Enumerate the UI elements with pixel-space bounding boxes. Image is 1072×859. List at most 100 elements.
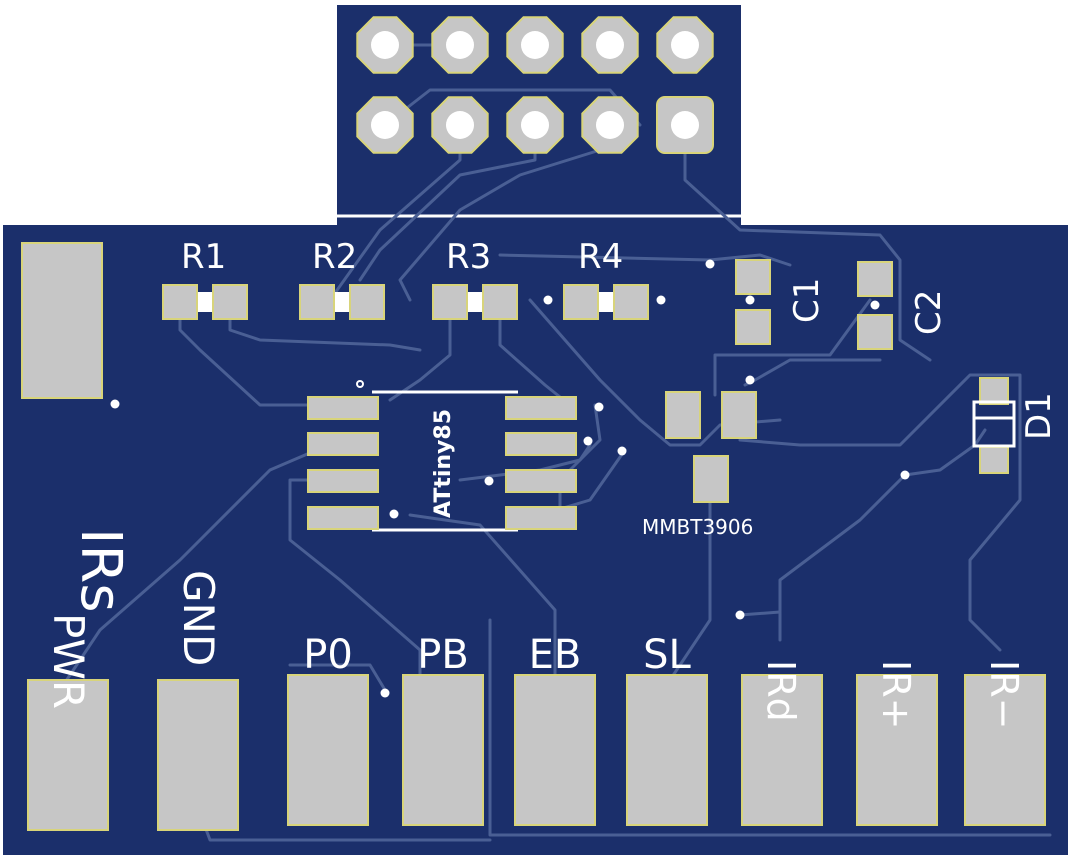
connector-pad-pb: PB	[402, 632, 484, 826]
connector-pad-label: SL	[643, 632, 691, 678]
resistor-r4: R4	[563, 237, 649, 320]
via	[583, 436, 593, 446]
transistor-label: MMBT3906	[642, 515, 753, 539]
q-pad-1	[665, 391, 701, 439]
capacitor-c2: C2	[857, 261, 949, 350]
connector-pad-sl: SL	[626, 632, 708, 826]
connector-pad-ird: IRd	[741, 660, 823, 826]
header-pin	[581, 96, 639, 154]
connector-pad-label: IR−	[982, 660, 1026, 729]
connector-pad	[626, 674, 708, 826]
c1-label: C1	[787, 278, 827, 323]
ic-pin-8	[505, 396, 577, 420]
ic-attiny85: ATtiny85	[307, 380, 577, 532]
header-pin	[506, 96, 564, 154]
via	[484, 476, 494, 486]
connector-pad-label: PB	[417, 632, 469, 678]
c2-label: C2	[909, 290, 949, 335]
board-substrate	[3, 5, 1068, 855]
ic-label: ATtiny85	[431, 409, 456, 518]
connector-pads: PWR GND P0 PB EB SL IRd IR+ IR−	[27, 570, 1046, 831]
q-pad-2	[721, 391, 757, 439]
ic-pin-7	[505, 432, 577, 456]
header-pin-hole	[521, 111, 549, 139]
connector-pad-label: IR+	[874, 660, 918, 729]
connector-pad-eb: EB	[514, 632, 596, 826]
vias	[110, 259, 910, 698]
via	[735, 610, 745, 620]
r4-pad-left	[563, 284, 599, 320]
connector-pad-p0: P0	[287, 632, 369, 826]
connector-pad	[27, 679, 109, 831]
connector-pad-label: PWR	[44, 613, 93, 709]
header-pin	[431, 96, 489, 154]
connector-pad-ir: IR−	[964, 660, 1046, 826]
header-pin-hole	[596, 31, 624, 59]
header-pin-hole	[371, 31, 399, 59]
r3-body	[468, 292, 482, 312]
header-pin	[581, 16, 639, 74]
connector-pad-label: P0	[303, 632, 353, 678]
via	[745, 295, 755, 305]
r1-body	[198, 292, 212, 312]
r4-label: R4	[578, 237, 623, 277]
d1-pad-bottom	[979, 446, 1009, 474]
capacitor-c1: C1	[735, 259, 827, 345]
r2-label: R2	[312, 237, 357, 277]
r2-pad-left	[299, 284, 335, 320]
ic-pin-4	[307, 506, 379, 530]
r1-pad-right	[212, 284, 248, 320]
via	[617, 446, 627, 456]
connector-pad	[157, 679, 239, 831]
c2-pad-bottom	[857, 314, 893, 350]
header-pin-hole	[671, 111, 699, 139]
d1-label: D1	[1019, 392, 1059, 440]
ic-pin-6	[505, 469, 577, 493]
r3-label: R3	[446, 237, 491, 277]
header-pin-hole	[371, 111, 399, 139]
connector-pad-gnd: GND	[157, 570, 239, 831]
via	[380, 688, 390, 698]
ic-pin-2	[307, 432, 379, 456]
via	[900, 470, 910, 480]
header-pin	[656, 16, 714, 74]
header-pin	[356, 16, 414, 74]
via	[705, 259, 715, 269]
c2-pad-top	[857, 261, 893, 297]
resistor-r1: R1	[162, 237, 248, 320]
connector-pad-label: GND	[174, 570, 223, 666]
r1-label: R1	[181, 237, 226, 277]
ic-pin1-dot	[356, 380, 364, 388]
r2-body	[335, 292, 349, 312]
c1-pad-top	[735, 259, 771, 295]
header-pin	[431, 16, 489, 74]
r1-pad-left	[162, 284, 198, 320]
r4-pad-right	[613, 284, 649, 320]
pin-header	[356, 16, 714, 154]
via	[389, 509, 399, 519]
irs-pad	[21, 242, 103, 399]
ic-pin-5	[505, 506, 577, 530]
r2-pad-right	[349, 284, 385, 320]
header-pin	[506, 16, 564, 74]
connector-pad	[287, 674, 369, 826]
ic-pin-1	[307, 396, 379, 420]
resistor-r2: R2	[299, 237, 385, 320]
connector-pad	[402, 674, 484, 826]
d1-pad-top	[979, 377, 1009, 405]
r3-pad-right	[482, 284, 518, 320]
header-pin-hole	[446, 31, 474, 59]
d1-body	[972, 400, 1016, 448]
header-pin	[656, 96, 714, 154]
connector-pad-ir: IR+	[856, 660, 938, 826]
c1-pad-bottom	[735, 309, 771, 345]
resistor-r3: R3	[432, 237, 518, 320]
via	[594, 402, 604, 412]
connector-pad	[964, 674, 1046, 826]
connector-pad-label: IRd	[759, 660, 803, 722]
connector-pad-label: EB	[529, 632, 582, 678]
header-pin-hole	[521, 31, 549, 59]
connector-pad	[514, 674, 596, 826]
header-pin-hole	[671, 31, 699, 59]
